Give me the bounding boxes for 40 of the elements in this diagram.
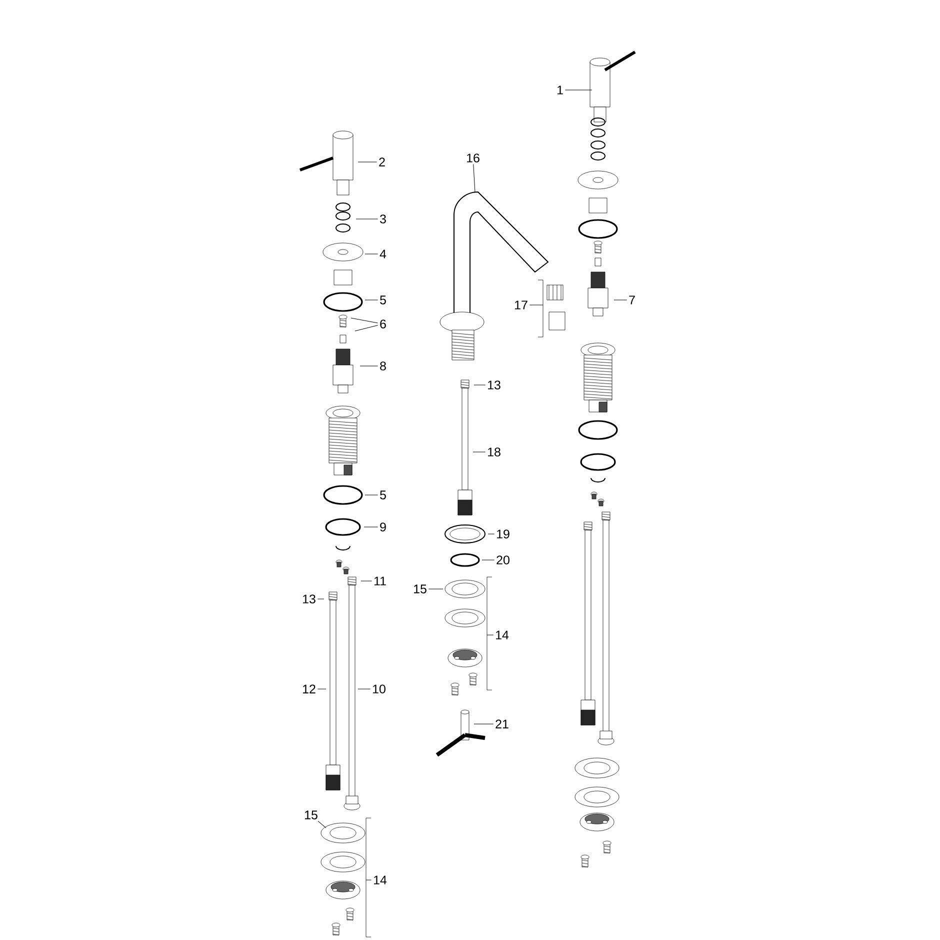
callout-number: 5 (380, 296, 386, 304)
leader-line (317, 598, 324, 600)
leader-line (473, 164, 476, 192)
callout-number: 15 (414, 584, 426, 594)
leader-line (486, 634, 494, 636)
callout-number: 6 (380, 320, 386, 328)
callout-number: 11 (374, 576, 386, 586)
callout-number: 12 (303, 684, 316, 694)
callout-number: 9 (380, 522, 386, 532)
callout-number: 5 (380, 490, 386, 500)
callout-number: 13 (488, 380, 500, 390)
leader-line (356, 218, 378, 220)
leader-line (474, 384, 486, 386)
leader-line (364, 494, 378, 496)
callout-number: 21 (496, 720, 508, 728)
callout-number: 1 (557, 86, 563, 94)
callout-number: 14 (374, 876, 387, 884)
callout-number: 4 (380, 250, 386, 258)
leader-line (354, 325, 378, 332)
callout-number: 18 (488, 448, 500, 456)
callout-number: 13 (303, 594, 316, 604)
callout-number: 14 (496, 630, 509, 640)
callout-number: 16 (467, 154, 480, 162)
callout-number: 3 (380, 214, 386, 224)
callout-number: 15 (305, 810, 318, 820)
leader-line (318, 820, 326, 828)
leader-line (358, 688, 371, 690)
callout-number: 7 (629, 296, 635, 304)
callout-number: 17 (515, 300, 528, 310)
callout-number: 2 (379, 158, 385, 166)
leader-line (428, 588, 444, 590)
callout-number: 8 (380, 362, 386, 370)
callout-number: 20 (496, 556, 510, 564)
callout-number: 19 (497, 530, 510, 538)
leader-line (350, 318, 378, 324)
leader-line (360, 580, 372, 582)
leader-line (317, 688, 326, 690)
leader-line (529, 304, 544, 306)
leader-line (364, 526, 378, 528)
callout-number: 10 (373, 684, 386, 694)
